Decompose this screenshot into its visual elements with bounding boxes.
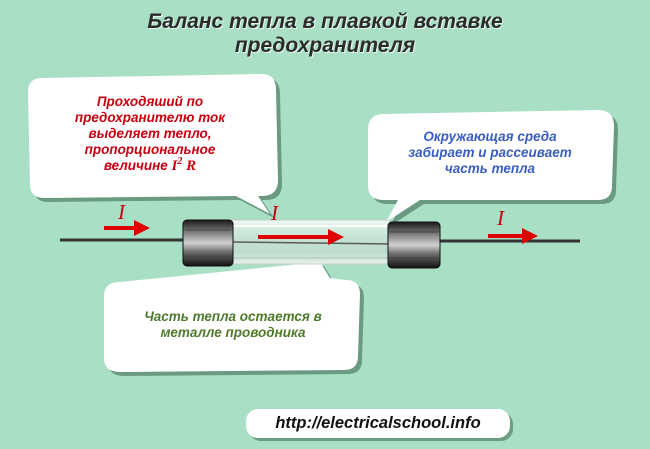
callout-left-line-4: пропорциональное xyxy=(84,142,216,157)
fuse-end-cap-left xyxy=(182,219,234,267)
title-line-2: предохранителя xyxy=(234,34,416,57)
callout-bottom-text: Часть тепла остается в металле проводник… xyxy=(118,309,348,341)
formula-resistance: R xyxy=(186,158,197,174)
source-url[interactable]: http://electricalschool.info xyxy=(275,414,481,432)
callout-left-line-3: выделяет тепло, xyxy=(88,126,212,141)
url-badge xyxy=(246,409,510,438)
callout-left-line-5-text: величине xyxy=(103,158,168,173)
callout-right-line-3: часть тепла xyxy=(444,161,536,176)
callout-left-line-2: предохранителю ток xyxy=(74,110,226,125)
formula-current: I xyxy=(171,158,178,174)
callout-right-bubble xyxy=(368,110,618,226)
formula-exponent: 2 xyxy=(177,156,183,167)
current-label-right: I xyxy=(497,206,504,230)
formula: I2 R xyxy=(171,156,197,175)
callout-bottom-line-2: металле проводника xyxy=(160,325,306,340)
callout-left-text: Проходяший по предохранителю ток выделяе… xyxy=(50,94,250,174)
callout-left-line-5: величине I2 R xyxy=(50,156,250,175)
page-title: Баланс тепла в плавкой вставке предохран… xyxy=(0,10,650,58)
callout-bottom-line-1: Часть тепла остается в xyxy=(144,309,322,324)
callout-right-text: Окружающая среда забирает и рассеивает ч… xyxy=(385,129,595,177)
fuse-end-cap-right xyxy=(387,221,441,269)
current-label-left: I xyxy=(118,200,125,224)
callout-bottom-bubble xyxy=(104,262,364,376)
current-label-middle: I xyxy=(271,201,278,225)
callout-left-bubble xyxy=(28,74,282,218)
title-line-1: Баланс тепла в плавкой вставке xyxy=(147,10,503,33)
callout-left-line-1: Проходяший по xyxy=(96,94,204,109)
callout-right-line-2: забирает и рассеивает xyxy=(408,145,572,160)
fuse-element-wire xyxy=(231,241,391,245)
callout-right-line-1: Окружающая среда xyxy=(423,129,557,144)
